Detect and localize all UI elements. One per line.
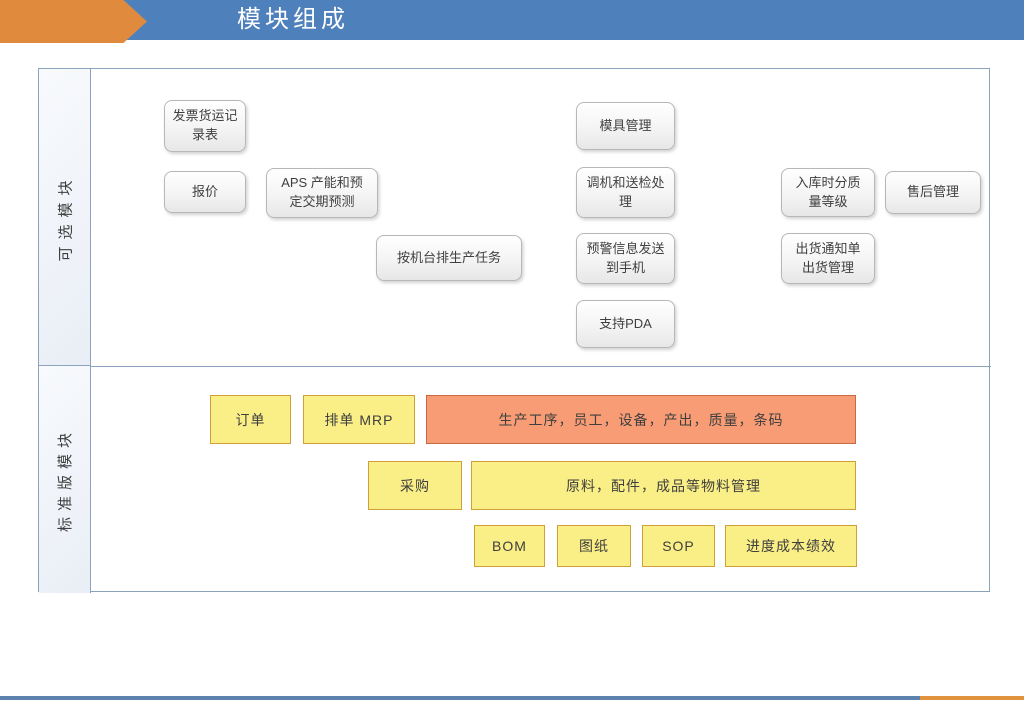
box-quote: 报价 bbox=[164, 171, 246, 213]
box-machine-task-scheduling: 按机台排生产任务 bbox=[376, 235, 522, 281]
standard-section-label: 标准版模块 bbox=[57, 426, 75, 533]
box-aps-capacity-forecast: APS 产能和预 定交期预测 bbox=[266, 168, 378, 218]
box-purchasing: 采购 bbox=[368, 461, 462, 510]
page-title: 模块组成 bbox=[237, 6, 349, 33]
box-pda-support: 支持PDA bbox=[576, 300, 675, 348]
box-mrp: 排单 MRP bbox=[303, 395, 415, 444]
standard-section-header: 标准版模块 bbox=[39, 366, 91, 593]
module-diagram-frame: 可选模块 标准版模块 发票货运记 录表 报价 APS 产能和预 定交期预测 按机… bbox=[38, 68, 991, 593]
box-drawings: 图纸 bbox=[557, 525, 631, 567]
box-sop: SOP bbox=[642, 525, 715, 567]
box-machine-adjust-inspection: 调机和送检处 理 bbox=[576, 167, 675, 218]
box-invoice-shipping-record: 发票货运记 录表 bbox=[164, 100, 246, 152]
footer-bar-blue bbox=[0, 696, 920, 700]
box-production-process: 生产工序，员工，设备，产出，质量，条码 bbox=[426, 395, 856, 444]
box-order: 订单 bbox=[210, 395, 291, 444]
box-mold-management: 模具管理 bbox=[576, 102, 675, 150]
box-progress-cost-performance: 进度成本绩效 bbox=[725, 525, 857, 567]
box-bom: BOM bbox=[474, 525, 545, 567]
footer-bar-orange bbox=[920, 696, 1024, 700]
header-arrow-shape bbox=[0, 0, 147, 43]
optional-section-header: 可选模块 bbox=[39, 69, 91, 366]
box-alert-to-phone: 预警信息发送 到手机 bbox=[576, 233, 675, 284]
header-bar bbox=[118, 0, 1024, 40]
box-after-sales: 售后管理 bbox=[885, 171, 981, 214]
box-shipping-notice: 出货通知单 出货管理 bbox=[781, 233, 875, 284]
box-materials-management: 原料，配件，成品等物料管理 bbox=[471, 461, 856, 510]
box-warehouse-quality-grading: 入库时分质 量等级 bbox=[781, 168, 875, 217]
section-divider bbox=[91, 366, 991, 367]
optional-section-label: 可选模块 bbox=[57, 172, 75, 262]
